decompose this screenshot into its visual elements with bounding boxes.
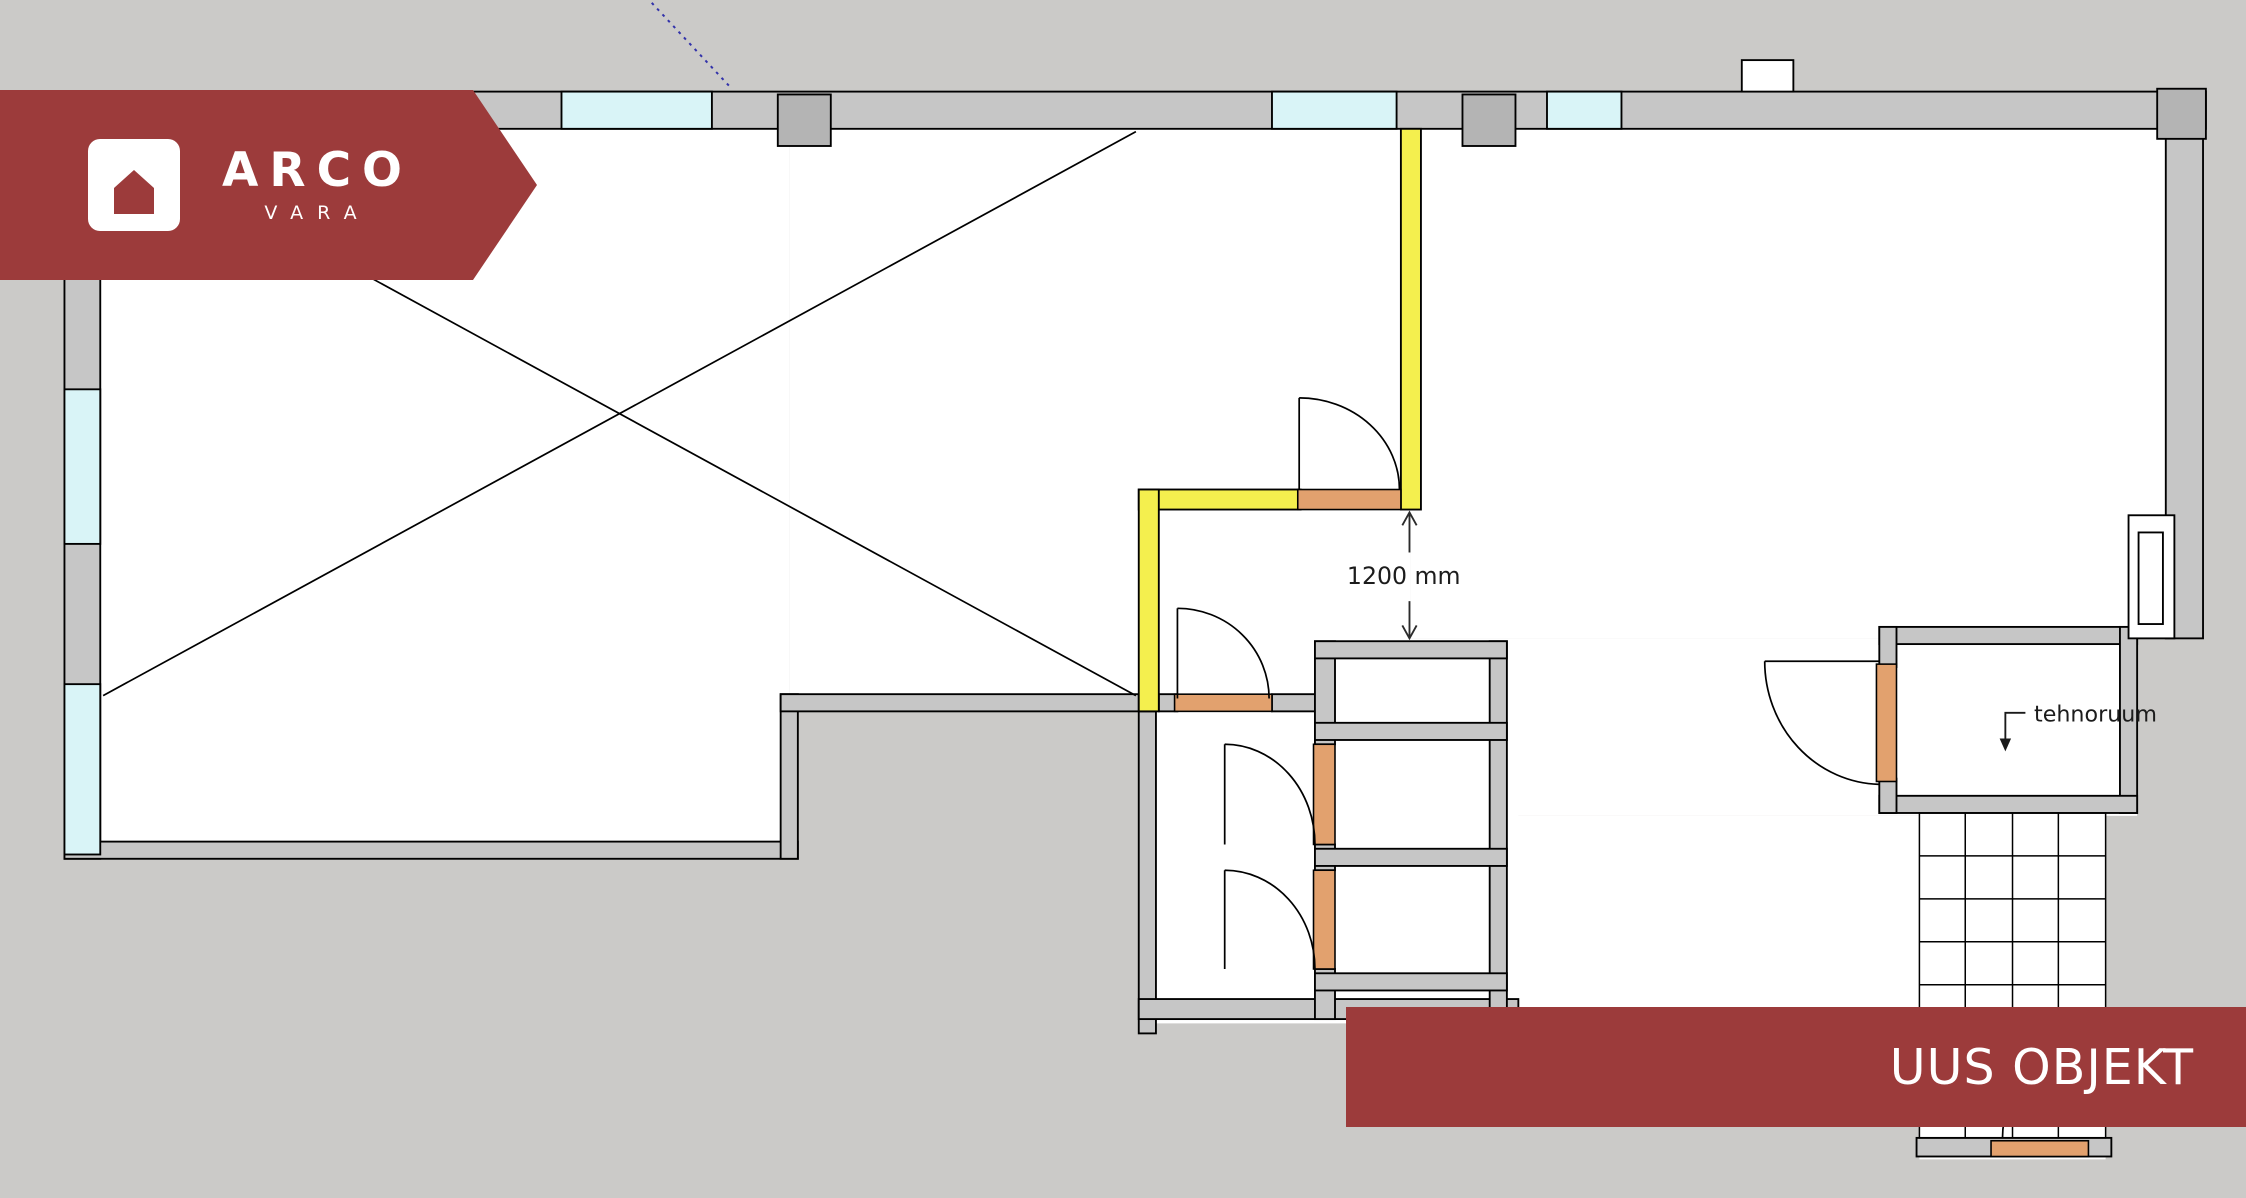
room-interiors — [83, 107, 2192, 1160]
brand-text: ARCO VARA — [222, 147, 413, 223]
door-yellow-room-bottom — [1176, 607, 1270, 699]
dimension-arrow-down — [1401, 625, 1418, 641]
door-arc — [1763, 661, 1880, 786]
door-arc — [1224, 743, 1316, 845]
cross-line-2 — [102, 130, 1137, 697]
new-object-label: UUS OBJEKT — [1889, 1038, 2194, 1096]
door-wc-room-2 — [1223, 743, 1316, 845]
sill-yellow-room-bottom — [1173, 693, 1273, 713]
corridor-left-wall — [1137, 710, 1157, 1035]
yellow-wall-vertical-bottom — [1137, 488, 1160, 713]
sill-tehnoruum — [1875, 663, 1898, 783]
dotted-guide-line — [651, 2, 730, 87]
left-window-2 — [63, 683, 102, 856]
sill-wc-room-3 — [1312, 869, 1336, 970]
corner-column — [2156, 87, 2207, 140]
dimension-label: 1200 mm — [1347, 562, 1461, 590]
door-tehnoruum — [1763, 660, 1880, 786]
door-yellow-room-top — [1298, 397, 1401, 490]
dimension-annotation: 1200 mm — [1347, 510, 1461, 641]
niche-inner — [2137, 531, 2164, 625]
room-label-annotation: tehnoruum — [1999, 701, 2157, 752]
door-arc — [1177, 607, 1270, 699]
door-sills — [1173, 488, 2090, 1158]
bottom-left-wall — [63, 840, 799, 860]
yellow-wall-vertical-top — [1399, 127, 1422, 511]
top-window-3 — [1546, 90, 1623, 130]
top-wall-notch — [1740, 59, 1795, 93]
columns — [776, 93, 1517, 147]
column-1 — [776, 93, 832, 147]
left-window-1 — [63, 388, 102, 545]
tehnoruum-left-wall-seg2 — [1878, 777, 1898, 814]
dimension-arrow-up — [1401, 510, 1418, 526]
cluster-wall-h1 — [1314, 640, 1508, 660]
yellow-wall-horizontal — [1137, 488, 1302, 511]
windows — [63, 90, 1623, 856]
brand-banner: ARCO VARA — [0, 90, 537, 280]
top-window-1 — [560, 90, 713, 130]
step-wall — [779, 693, 799, 860]
column-2 — [1461, 93, 1517, 147]
door-arc — [1224, 869, 1316, 969]
left-room-interior-upper — [789, 111, 1411, 703]
top-window-2 — [1271, 90, 1398, 130]
tehnoruum-bottom-wall — [1878, 794, 2139, 814]
door-arc — [1299, 397, 1401, 490]
right-wall-niche — [2127, 514, 2176, 640]
mid-horizontal-wall — [779, 693, 1140, 713]
brand-subname: VARA — [264, 202, 371, 224]
highlighted-walls — [1137, 127, 1422, 713]
sill-wc-room-2 — [1312, 743, 1336, 846]
sill-yellow-room-top — [1296, 488, 1402, 511]
cluster-right-wall — [1488, 640, 1508, 1021]
room-label-leader — [2004, 711, 2026, 742]
cluster-wall-h4 — [1314, 972, 1508, 992]
room-label-arrowhead — [1999, 738, 2012, 752]
tehnoruum-top-wall — [1878, 625, 2139, 646]
right-room-interior-upper — [1410, 107, 2192, 639]
arco-house-logo-icon — [88, 139, 180, 231]
brand-name: ARCO — [222, 143, 414, 198]
mid-horizontal-wall-seg3 — [1271, 693, 1316, 713]
new-object-banner: UUS OBJEKT — [1346, 1007, 2246, 1127]
tehnoruum-left-wall-seg1 — [1878, 625, 1898, 668]
door-wc-room-3 — [1223, 869, 1316, 969]
right-room-interior-mid — [1410, 638, 2138, 816]
room-label: tehnoruum — [2034, 701, 2157, 727]
sill-staircase — [1990, 1139, 2090, 1158]
cluster-wall-h2 — [1314, 721, 1508, 741]
cluster-wall-h3 — [1314, 847, 1508, 867]
